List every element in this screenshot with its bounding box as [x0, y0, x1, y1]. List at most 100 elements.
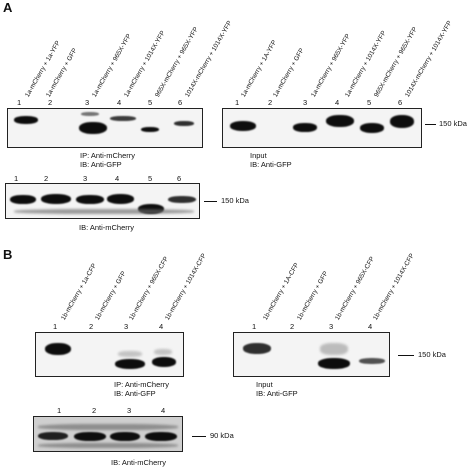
lane-number: 4: [335, 98, 340, 107]
band: [359, 358, 385, 364]
panel-a-ip-blot: [7, 108, 203, 148]
band: [14, 116, 38, 124]
band: [174, 121, 194, 126]
lane-number: 4: [161, 406, 166, 415]
lane-label: 1a-mCherry + 1a-YFP: [24, 39, 62, 99]
lane-number: 6: [178, 98, 183, 107]
lane-label: 1a-mCherry + 1A-YFP: [240, 39, 279, 99]
lane-number: 1: [57, 406, 62, 415]
ib-caption: IB: Anti-GFP: [80, 160, 122, 169]
ip-caption: IP: Anti-mCherry: [80, 151, 136, 160]
band: [318, 358, 350, 369]
band: [145, 432, 177, 441]
lane-number: 5: [148, 174, 153, 183]
panel-a-letter: A: [3, 0, 13, 15]
band: [360, 123, 384, 133]
lane-number: 3: [83, 174, 88, 183]
band: [45, 343, 71, 355]
band: [81, 112, 99, 116]
panel-b-input-blot: [233, 332, 390, 377]
panel-b-letter: B: [3, 247, 13, 262]
band: [168, 196, 196, 203]
band: [79, 122, 107, 134]
marker-tick: [398, 355, 414, 356]
background-smear: [154, 349, 172, 355]
band: [243, 343, 271, 354]
marker-label: 150 kDa: [439, 119, 467, 128]
lane-number: 1: [235, 98, 240, 107]
lane-number: 4: [117, 98, 122, 107]
background-smear: [38, 424, 178, 430]
band: [390, 115, 414, 128]
lane-label: 1b-mCherry + GFP: [296, 270, 330, 322]
band: [107, 194, 134, 204]
lane-label: 1b-mCherry + 1a-CFP: [60, 262, 99, 322]
band: [152, 357, 176, 367]
marker-tick: [425, 124, 436, 125]
band: [41, 194, 71, 204]
band: [230, 121, 256, 131]
lane-number: 4: [368, 322, 373, 331]
panel-a-ib-mcherry-blot: [5, 183, 200, 219]
panel-b-ib-mcherry-blot: [33, 416, 183, 452]
marker-tick: [204, 201, 217, 202]
background-smear: [118, 351, 142, 357]
lane-number: 6: [177, 174, 182, 183]
lane-label: 1b-mCherry + 965X-CFP: [334, 255, 377, 322]
marker-label: 150 kDa: [221, 196, 249, 205]
ip-caption: IP: Anti-mCherry: [114, 380, 170, 389]
lane-label: 1b-mCherry + 965X-CFP: [128, 255, 171, 322]
band: [38, 432, 68, 440]
lane-label: 1b-mCherry + GFP: [94, 270, 128, 322]
lane-number: 2: [89, 322, 94, 331]
lane-number: 3: [329, 322, 334, 331]
band: [115, 359, 145, 369]
lane-number: 3: [127, 406, 132, 415]
band: [76, 195, 104, 204]
marker-label: 90 kDa: [210, 431, 234, 440]
lane-number: 5: [148, 98, 153, 107]
lane-number: 2: [290, 322, 295, 331]
lane-number: 1: [252, 322, 257, 331]
lane-number: 3: [303, 98, 308, 107]
band: [10, 195, 36, 204]
lane-number: 3: [124, 322, 129, 331]
background-smear: [38, 443, 178, 448]
lane-number: 5: [367, 98, 372, 107]
lane-number: 2: [48, 98, 53, 107]
ib-caption: IB: Anti-GFP: [256, 389, 298, 398]
input-caption: Input: [250, 151, 267, 160]
panel-a-input-blot: [222, 108, 422, 148]
lane-number: 1: [17, 98, 22, 107]
lane-number: 2: [44, 174, 49, 183]
panel-b-ip-blot: [35, 332, 184, 377]
band: [141, 127, 159, 132]
lane-number: 1: [14, 174, 19, 183]
lane-label: 1b-mCherry + 1014X-CFP: [372, 252, 416, 322]
marker-tick: [192, 436, 206, 437]
marker-label: 150 kDa: [418, 350, 446, 359]
lane-label: 1b-mCherry + 1A-CFP: [262, 261, 301, 322]
background-smear: [14, 209, 194, 214]
lane-number: 2: [268, 98, 273, 107]
band: [110, 116, 136, 121]
band: [110, 432, 140, 441]
lane-number: 3: [85, 98, 90, 107]
ib-caption: IB: Anti-GFP: [114, 389, 156, 398]
lane-label: 1b-mCherry + 1014X-CFP: [164, 252, 208, 322]
ib-caption: IB: Anti-mCherry: [111, 458, 167, 467]
lane-number: 4: [115, 174, 120, 183]
lane-number: 2: [92, 406, 97, 415]
lane-number: 1: [53, 322, 58, 331]
band: [293, 123, 317, 132]
lane-label: 1a-mCherry + GFP: [272, 47, 306, 99]
ib-caption: IB: Anti-mCherry: [79, 223, 135, 232]
band: [326, 115, 354, 127]
lane-number: 4: [159, 322, 164, 331]
input-caption: Input: [256, 380, 273, 389]
ib-caption: IB: Anti-GFP: [250, 160, 292, 169]
lane-number: 6: [398, 98, 403, 107]
background-smear: [320, 343, 348, 355]
band: [74, 432, 106, 441]
lane-label: 1a-mCherry + 965X-YFP: [310, 32, 352, 99]
